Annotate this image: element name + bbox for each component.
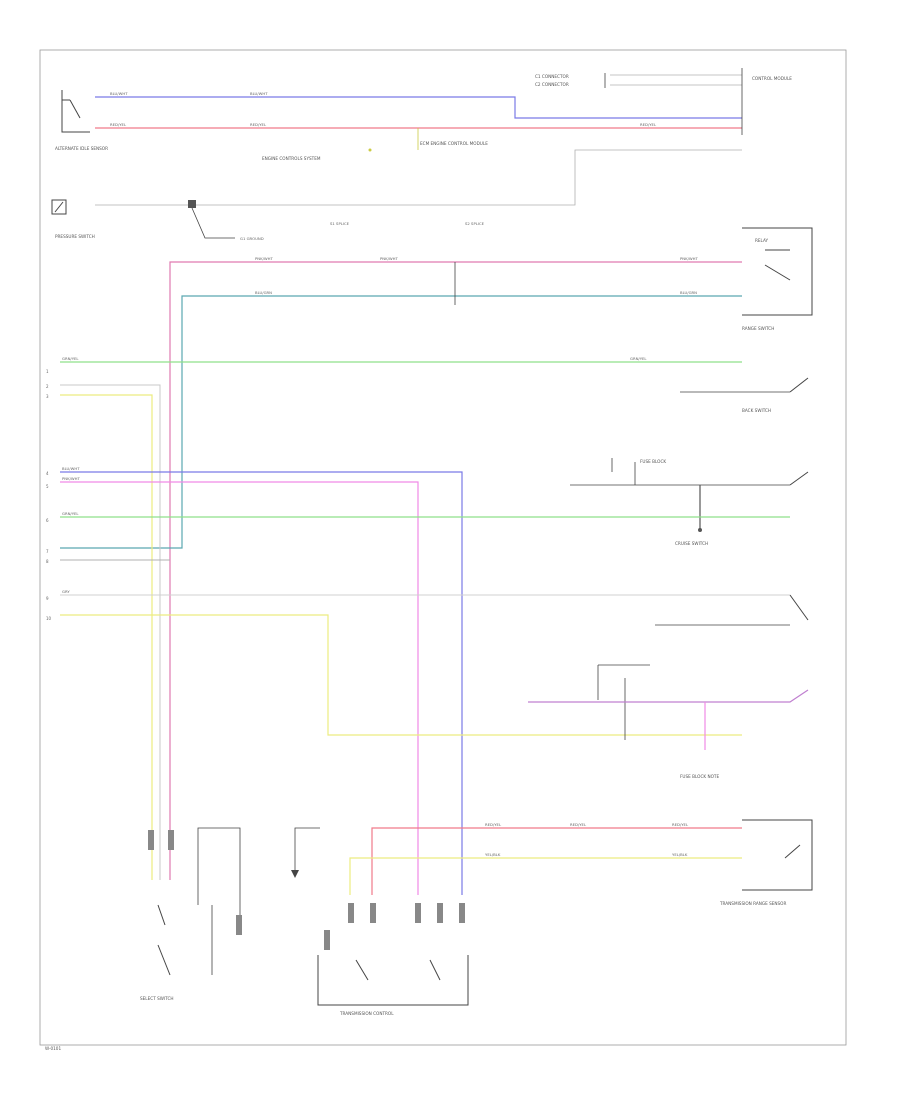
center-splice: G1 GROUND (188, 200, 264, 241)
relay-box-label: RELAY (755, 238, 769, 243)
fuse-note-label: FUSE BLOCK NOTE (680, 774, 719, 779)
wire-gray-engine (95, 149, 742, 206)
wire-label-yellow-bottom-2: YEL/BLK (672, 852, 688, 857)
wire-label-blue-mid: BLU/WHT (62, 466, 80, 471)
wire-red-bottom (371, 827, 742, 895)
top-right-connectors: C1 CONNECTOR C2 CONNECTOR CONTROL MODULE (535, 68, 792, 135)
center-bottom-wire (197, 827, 242, 975)
splice-a-label: S1 SPLICE (330, 221, 350, 226)
wire-pink-mid (60, 481, 419, 895)
sensor-pressure-label: PRESSURE SWITCH (55, 234, 95, 239)
pin-5: 5 (46, 484, 49, 489)
wire-purple (528, 689, 809, 703)
wire-gray-1 (60, 384, 161, 880)
pin-2: 2 (46, 384, 49, 389)
wire-label-red-top-2: RED/YEL (250, 122, 267, 127)
wire-label-green-2: GRN/YEL (62, 511, 79, 516)
wire-teal (60, 295, 742, 549)
top-conn-a-label: C1 CONNECTOR (535, 74, 569, 79)
idle-sensor-label: ALTERNATE IDLE SENSOR (55, 146, 108, 151)
ecm-dot (368, 148, 372, 152)
ground-left-label: G1 GROUND (240, 236, 264, 241)
wire-label-red-bottom-2: RED/YEL (570, 822, 587, 827)
bottom-right-component: TRANSMISSION RANGE SENSOR (719, 819, 813, 906)
wire-label-pink-mid: PNK/WHT (62, 476, 81, 481)
back-switch: BACK SWITCH (680, 377, 809, 413)
range-switch-label: RANGE SWITCH (742, 326, 774, 331)
wire-blue-mid (60, 471, 463, 895)
pin-9: 9 (46, 596, 49, 601)
left-mid-sensor (51, 199, 67, 215)
pin-10: 10 (46, 616, 52, 621)
page-code-label: W-0101 (45, 1046, 61, 1051)
fuse-block-label: FUSE BLOCK (640, 459, 666, 464)
wire-blue-top (95, 96, 742, 119)
bottom-connector-module: TRANSMISSION CONTROL (317, 903, 469, 1016)
wire-label-teal-2: BLU/GRN (680, 290, 697, 295)
wire-label-blue-top-2: BLU/WHT (250, 91, 268, 96)
wire-label-red-top-3: RED/YEL (640, 122, 657, 127)
pin-3: 3 (46, 394, 49, 399)
fuse-tap: FUSE BLOCK CRUISE SWITCH (570, 458, 809, 546)
wire-label-green-1b: GRN/YEL (630, 356, 647, 361)
wire-label-red-top: RED/YEL (110, 122, 127, 127)
wire-label-green-1: GRN/YEL (62, 356, 79, 361)
pin-8: 8 (46, 559, 49, 564)
engine-controls-label: ENGINE CONTROLS SYSTEM (262, 156, 321, 161)
left-bottom-switch: SELECT SWITCH (140, 830, 174, 1001)
ecm-note-label: ECM ENGINE CONTROL MODULE (420, 141, 488, 146)
wire-yellow-1 (60, 394, 153, 880)
pin-4: 4 (46, 471, 49, 476)
wire-label-red-bottom: RED/YEL (485, 822, 502, 827)
wire-label-pink-upper-2: PNK/WHT (380, 256, 399, 261)
right-module-label: CONTROL MODULE (752, 76, 792, 81)
cruise-switch-label: CRUISE SWITCH (675, 541, 708, 546)
bottom-conn-label: TRANSMISSION CONTROL (339, 1011, 394, 1016)
wire-label-teal: BLU/GRN (255, 290, 272, 295)
pin-6: 6 (46, 518, 49, 523)
ground-arrow (291, 827, 320, 878)
wire-label-gray-3: GRY (62, 589, 70, 594)
wire-label-pink-upper: PNK/WHT (255, 256, 274, 261)
diagram-frame (39, 49, 847, 1046)
wire-pink-upper (169, 261, 742, 880)
right-mid-block (597, 624, 790, 740)
left-switch-label: SELECT SWITCH (140, 996, 174, 1001)
left-top-switch (61, 90, 90, 133)
pin-7: 7 (46, 549, 49, 554)
back-switch-label: BACK SWITCH (742, 408, 771, 413)
wire-yellow-2 (60, 614, 742, 736)
relay-box: RELAY (742, 227, 813, 316)
wire-label-pink-upper-3: PNK/WHT (680, 256, 699, 261)
wire-label-yellow-bottom: YEL/BLK (485, 852, 501, 857)
wire-yellow-bottom (349, 857, 742, 895)
top-conn-b-label: C2 CONNECTOR (535, 82, 569, 87)
splice-b-label: S2 SPLICE (465, 221, 485, 226)
wire-label-red-bottom-3: RED/YEL (672, 822, 689, 827)
bottom-right-label: TRANSMISSION RANGE SENSOR (719, 901, 786, 906)
wire-label-blue-top: BLU/WHT (110, 91, 128, 96)
pin-1: 1 (46, 369, 49, 374)
